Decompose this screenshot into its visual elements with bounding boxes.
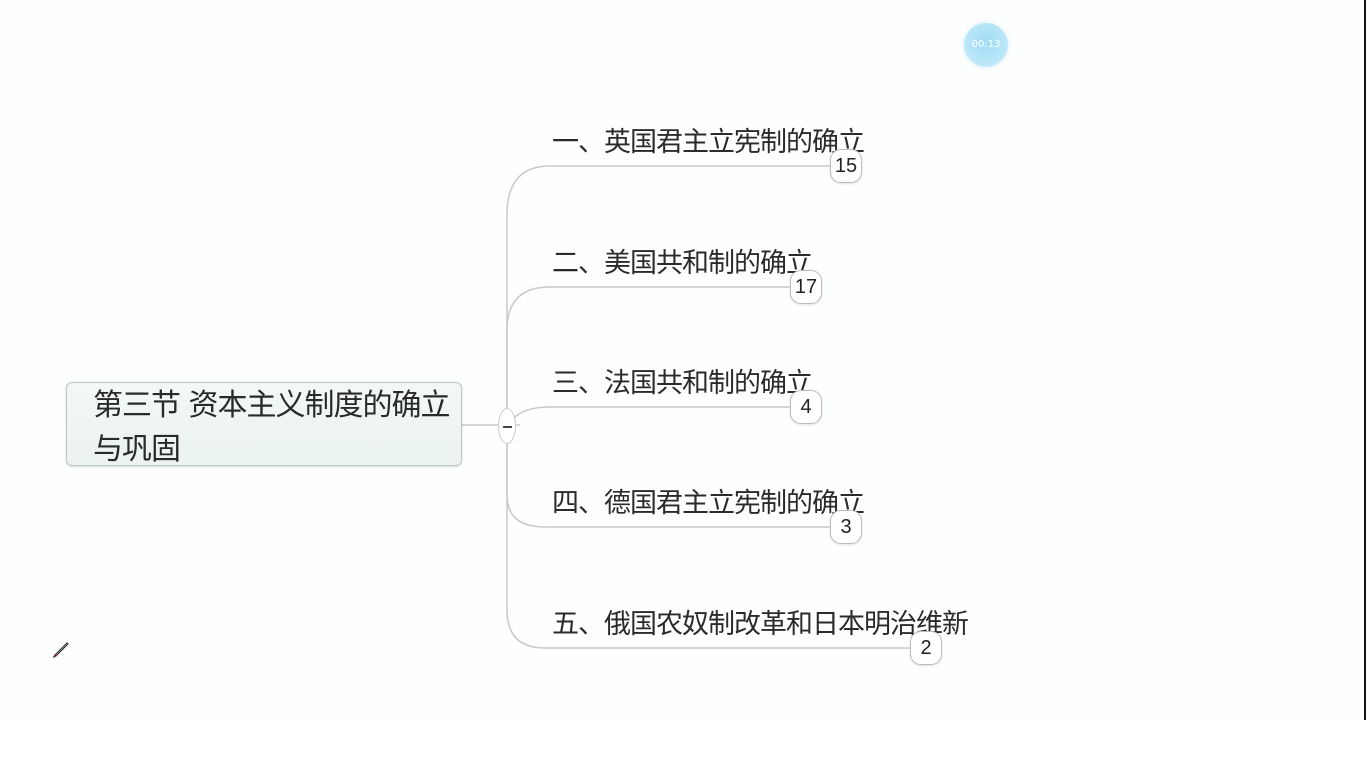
branch-count-badge-2[interactable]: 17: [790, 270, 822, 304]
branch-label: 四、德国君主立宪制的确立: [552, 488, 865, 519]
branch-label: 五、俄国农奴制改革和日本明治维新: [552, 609, 969, 640]
branch-label: 一、英国君主立宪制的确立: [552, 127, 865, 158]
pen-cursor-icon: [52, 642, 69, 659]
branch-topic-1[interactable]: 一、英国君主立宪制的确立: [552, 120, 865, 159]
branch-count-badge-1[interactable]: 15: [830, 149, 862, 183]
central-topic[interactable]: 第三节 资本主义制度的确立与巩固: [66, 382, 462, 467]
connector-lines: [462, 165, 910, 649]
branch-topic-3[interactable]: 三、法国共和制的确立: [552, 361, 813, 400]
minus-icon: [503, 426, 512, 428]
branch-count-badge-5[interactable]: 2: [910, 631, 942, 665]
collapse-toggle-button[interactable]: [498, 408, 516, 444]
branch-topic-5[interactable]: 五、俄国农奴制改革和日本明治维新: [552, 602, 969, 641]
branch-topic-4[interactable]: 四、德国君主立宪制的确立: [552, 481, 865, 520]
branch-count-badge-4[interactable]: 3: [830, 510, 862, 544]
mindmap-canvas[interactable]: [0, 0, 1364, 720]
branch-label: 二、美国共和制的确立: [552, 248, 813, 279]
window-edge: [1364, 0, 1366, 720]
recording-timer: 00:13: [964, 23, 1008, 67]
branch-topic-2[interactable]: 二、美国共和制的确立: [552, 241, 813, 280]
branch-count-badge-3[interactable]: 4: [790, 390, 822, 424]
central-topic-label: 第三节 资本主义制度的确立与巩固: [93, 388, 451, 467]
branch-label: 三、法国共和制的确立: [552, 368, 813, 399]
